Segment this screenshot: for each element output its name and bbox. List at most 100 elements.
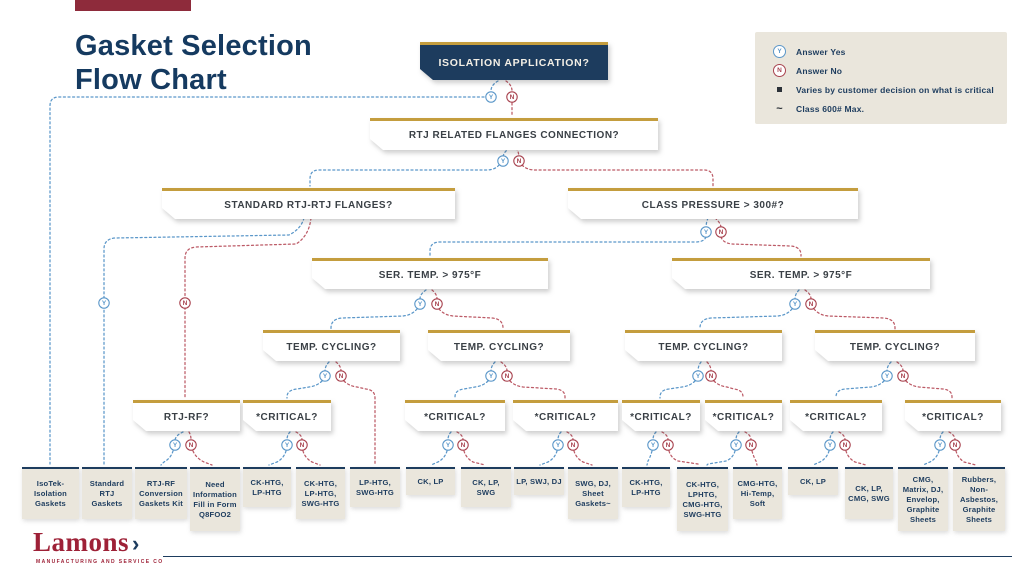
yes-badge-icon: Y xyxy=(442,439,454,451)
yes-badge-icon: Y xyxy=(789,298,801,310)
legend-item-no: N Answer No xyxy=(773,64,1007,77)
flow-node-rtj_related: RTJ RELATED FLANGES CONNECTION? xyxy=(370,118,658,150)
no-badge-icon: N xyxy=(335,370,347,382)
logo-tagline: MANUFACTURING AND SERVICE CO xyxy=(36,559,164,565)
flow-node-label: Rubbers, Non-Asbestos, Graphite Sheets xyxy=(959,475,999,524)
svg-text:Y: Y xyxy=(489,373,494,380)
flow-node-crit1: *CRITICAL? xyxy=(243,400,331,431)
flow-node-box: LP-HTG, SWG-HTG xyxy=(350,467,400,507)
yes-badge-icon: Y xyxy=(485,370,497,382)
legend-text: Answer No xyxy=(796,65,843,76)
flow-node-class_pressure: CLASS PRESSURE > 300#? xyxy=(568,188,858,219)
edge-tc1-Y-crit1 xyxy=(286,361,330,399)
flow-node-label: SWG, DJ, Sheet Gaskets~ xyxy=(575,479,611,508)
no-badge-icon: N xyxy=(839,439,851,451)
edge-crit6-Y-l15 xyxy=(812,431,834,466)
flow-node-box: CK, LP, CMG, SWG xyxy=(845,467,893,519)
svg-text:N: N xyxy=(709,373,714,380)
edge-crit5-N-l14 xyxy=(744,431,758,466)
flow-node-ser_temp_right: SER. TEMP. > 975°F xyxy=(672,258,930,289)
edge-crit7-Y-l17 xyxy=(922,431,944,466)
flow-node-isolation: ISOLATION APPLICATION? xyxy=(420,42,608,80)
flow-node-label: TEMP. CYCLING? xyxy=(658,341,749,353)
flow-node-box: CMG, Matrix, DJ, Envelop, Graphite Sheet… xyxy=(898,467,948,531)
flow-node-l7: LP-HTG, SWG-HTG xyxy=(350,467,400,507)
svg-text:Y: Y xyxy=(651,442,656,449)
svg-text:N: N xyxy=(435,301,440,308)
flow-node-tc1: TEMP. CYCLING? xyxy=(263,330,400,361)
legend-item-varies: Varies by customer decision on what is c… xyxy=(773,83,1007,96)
footer-rule xyxy=(163,556,1012,557)
yes-badge-icon: Y xyxy=(98,297,110,309)
edge-rtj_related-N-class_pressure xyxy=(515,147,714,187)
svg-text:N: N xyxy=(517,158,522,165)
page-title-line1: Gasket Selection xyxy=(75,30,312,62)
edge-rtj_related-Y-standard_rtj xyxy=(309,147,511,187)
svg-text:N: N xyxy=(719,229,724,236)
yes-badge-icon: Y xyxy=(497,155,509,167)
no-badge-icon: N xyxy=(506,91,518,103)
flow-node-box: TEMP. CYCLING? xyxy=(428,330,570,361)
legend-symbol-cell: ~ xyxy=(773,103,786,114)
edge-ser_temp_left-N-tc2 xyxy=(431,289,504,330)
flow-node-box: SWG, DJ, Sheet Gaskets~ xyxy=(568,467,618,519)
edge-crit4-N-l13 xyxy=(661,431,700,466)
flow-node-label: CK, LP xyxy=(799,477,827,487)
flow-node-label: RTJ RELATED FLANGES CONNECTION? xyxy=(408,130,620,141)
svg-text:Y: Y xyxy=(323,373,328,380)
flow-node-box: STANDARD RTJ-RTJ FLANGES? xyxy=(162,188,455,219)
flow-node-box: CK, LP xyxy=(788,467,838,495)
edge-isolation-Y-l1 xyxy=(49,80,499,465)
no-badge-icon: N xyxy=(897,370,909,382)
no-badge-icon: N xyxy=(185,439,197,451)
no-badge-icon: N xyxy=(179,297,191,309)
flow-node-label: Standard RTJ Gaskets xyxy=(89,479,125,508)
flow-node-label: Need Information Fill in Form Q8FOO2 xyxy=(193,480,237,519)
svg-text:Y: Y xyxy=(446,442,451,449)
flow-node-label: *CRITICAL? xyxy=(922,411,984,423)
edge-tc2-N-crit3 xyxy=(500,361,566,399)
flow-node-l12: CK-HTG, LP-HTG xyxy=(622,467,670,507)
flow-node-label: CK, LP, SWG xyxy=(472,478,500,497)
svg-text:N: N xyxy=(749,442,754,449)
logo-wordmark: Lamons xyxy=(33,527,130,557)
flow-node-label: LP, SWJ, DJ xyxy=(516,477,562,487)
edge-crit3-N-l11 xyxy=(566,431,593,466)
svg-text:N: N xyxy=(339,373,344,380)
flow-node-box: CK-HTG, LP-HTG, SWG-HTG xyxy=(296,467,345,519)
no-badge-icon: N xyxy=(567,439,579,451)
flow-node-box: TEMP. CYCLING? xyxy=(625,330,782,361)
yes-badge-icon: Y xyxy=(692,370,704,382)
edge-ser_temp_right-N-tc4 xyxy=(804,289,896,330)
flow-node-label: CK-HTG, LP-HTG xyxy=(629,478,663,497)
legend-symbol-cell: N xyxy=(773,64,786,77)
lamons-logo: Lamons › MANUFACTURING AND SERVICE CO xyxy=(33,527,164,565)
flow-node-box: CK, LP xyxy=(406,467,455,495)
flow-node-box: *CRITICAL? xyxy=(705,400,782,431)
edge-rtj_rf-Y-l3 xyxy=(160,431,184,466)
flow-node-label: STANDARD RTJ-RTJ FLANGES? xyxy=(224,199,393,211)
edge-tc3-N-crit5 xyxy=(706,361,744,399)
flow-node-l3: RTJ-RF Conversion Gaskets Kit xyxy=(135,467,187,519)
flow-node-label: TEMP. CYCLING? xyxy=(286,341,377,353)
edge-crit3-Y-l10 xyxy=(539,431,562,466)
svg-text:N: N xyxy=(183,300,188,307)
no-badge-icon: N xyxy=(457,439,469,451)
flow-node-label: SER. TEMP. > 975°F xyxy=(378,269,482,281)
edge-class_pressure-Y-ser_temp_left xyxy=(429,217,709,257)
flow-node-label: CMG-HTG, Hi-Temp, Soft xyxy=(737,479,778,508)
svg-text:N: N xyxy=(571,442,576,449)
flow-node-crit4: *CRITICAL? xyxy=(622,400,700,431)
yes-badge-icon: Y xyxy=(647,439,659,451)
flow-node-label: IsoTek-Isolation Gaskets xyxy=(33,479,68,508)
flow-node-label: CMG, Matrix, DJ, Envelop, Graphite Sheet… xyxy=(902,475,944,524)
no-badge-icon: N xyxy=(715,226,727,238)
edge-ser_temp_left-Y-tc1 xyxy=(330,289,427,330)
edge-crit1-N-l6 xyxy=(295,431,321,466)
flow-node-crit6: *CRITICAL? xyxy=(790,400,882,431)
svg-text:N: N xyxy=(843,442,848,449)
edge-crit7-N-l18 xyxy=(948,431,977,466)
flow-node-l9: CK, LP, SWG xyxy=(461,467,511,507)
